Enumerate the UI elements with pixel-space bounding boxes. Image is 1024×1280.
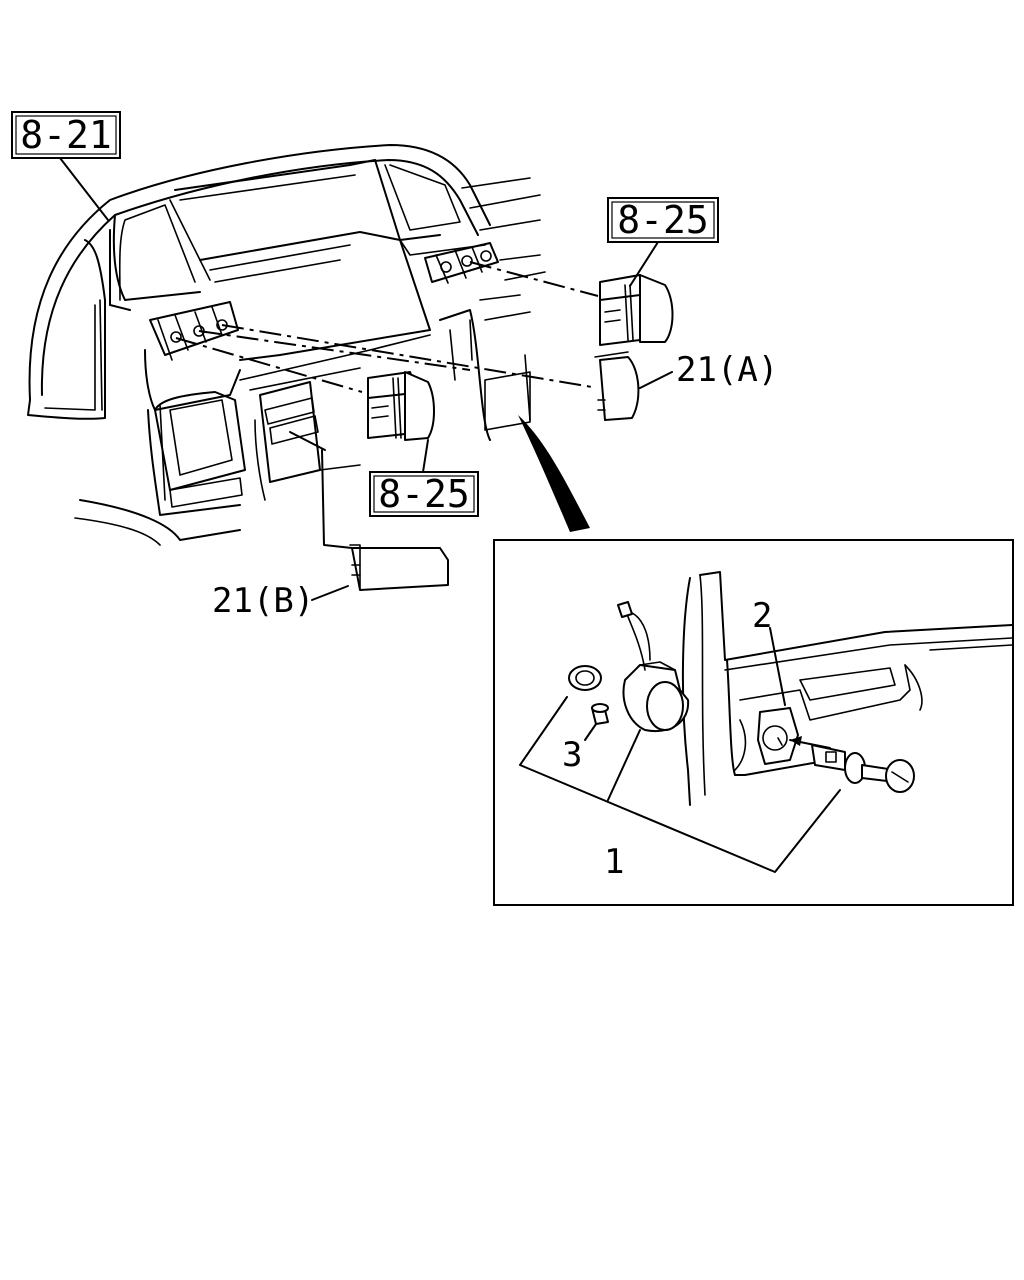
leader-lines xyxy=(175,261,599,549)
leader-21a xyxy=(639,371,673,389)
callout-1: 1 xyxy=(604,842,624,882)
leader-8-21 xyxy=(59,157,109,221)
detail-arrow xyxy=(518,415,590,532)
callout-21a: 21(A) xyxy=(676,350,778,390)
switch-21b xyxy=(349,544,449,591)
switch-8-25-upper xyxy=(599,274,674,346)
callout-3: 3 xyxy=(562,735,582,775)
leader-21b xyxy=(311,585,349,601)
ref-label-8-25-upper: 8-25 xyxy=(617,198,709,242)
leader-8-25-lower xyxy=(422,439,429,473)
detail-box xyxy=(493,539,1014,906)
dashboard-drawing xyxy=(27,144,546,546)
switch-21a xyxy=(594,351,640,421)
ref-box-8-25-lower: 8-25 xyxy=(369,471,479,517)
ref-label-8-21: 8-21 xyxy=(20,113,112,157)
switch-8-25-lower xyxy=(367,371,435,441)
ref-label-8-25-lower: 8-25 xyxy=(378,472,470,516)
callout-21b: 21(B) xyxy=(212,581,314,621)
ref-box-8-21: 8-21 xyxy=(11,111,121,159)
ref-box-8-25-upper: 8-25 xyxy=(607,197,719,243)
callout-2: 2 xyxy=(752,596,772,636)
leader-8-25-upper xyxy=(629,241,659,287)
